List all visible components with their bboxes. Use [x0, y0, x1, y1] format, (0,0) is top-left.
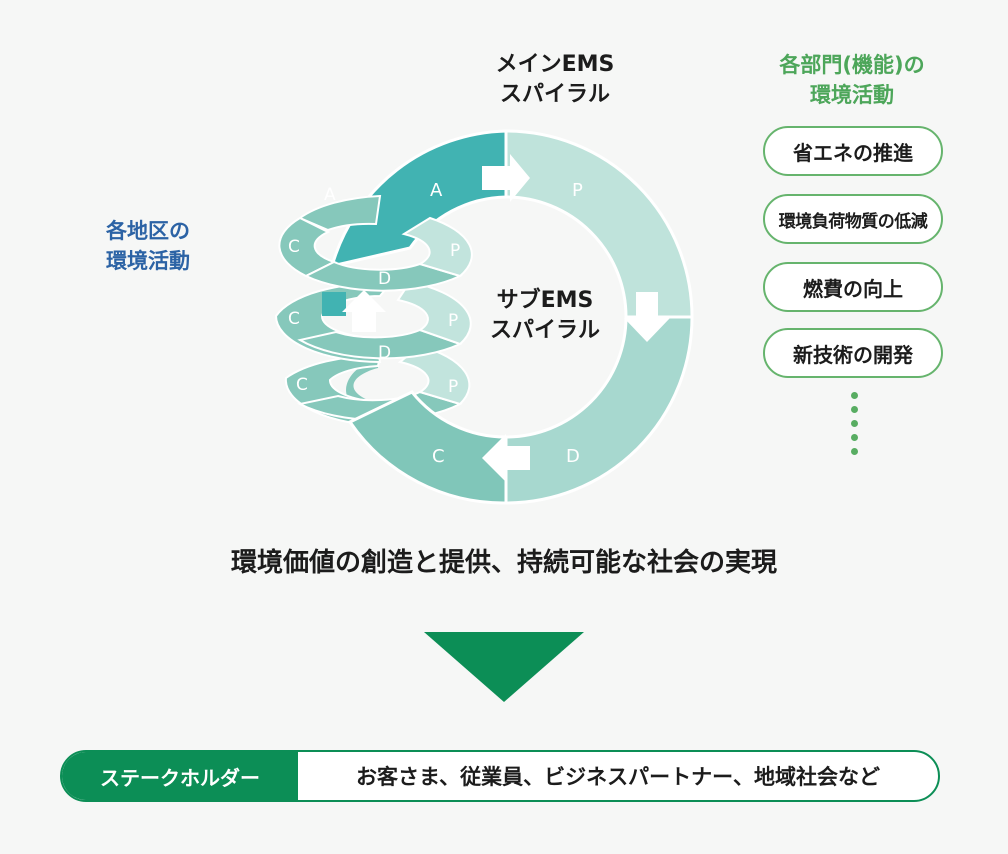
sub-ring-2-d	[297, 328, 463, 360]
sub-ring-1-c-label: C	[288, 237, 300, 257]
continuation-dot	[851, 392, 858, 399]
continuation-dot	[851, 420, 858, 427]
department-activities-title: 各部門(機能)の 環境活動	[752, 50, 952, 110]
sub-ring-3-c-label: C	[296, 375, 308, 395]
main-ring-c	[347, 390, 508, 505]
main-ring-p-label: P	[572, 180, 583, 201]
sub-ring-3-p	[397, 344, 471, 406]
dept-title-line1: 各部門(機能)の	[779, 53, 925, 77]
dept-item-energy-saving: 省エネの推進	[763, 126, 943, 176]
sub-ring-1-d-label: D	[378, 269, 391, 289]
region-activities-label: 各地区の 環境活動	[68, 216, 228, 276]
dept-item-load-reduction: 環境負荷物質の低減	[763, 194, 943, 244]
main-ring-d	[504, 315, 694, 505]
sub-ring-2-p-label: P	[448, 311, 458, 331]
main-ems-spiral-title: メインEMS スパイラル	[480, 50, 630, 110]
dept-title-line2: 環境活動	[810, 83, 894, 107]
ems-spiral-diagram: C D P P D C A C D P A C D P	[274, 129, 694, 505]
main-ring-d-label: D	[566, 446, 580, 467]
sub-ems-spiral-title: サブEMS スパイラル	[440, 286, 650, 346]
sub-ring-1-d	[303, 260, 463, 292]
main-ring-a	[329, 129, 508, 269]
continuation-dot	[851, 448, 858, 455]
continuation-dot	[851, 406, 858, 413]
sub-ring-1-a	[297, 194, 382, 232]
arrow-c-to-a-icon	[342, 290, 386, 332]
stakeholder-bar: ステークホルダー お客さま、従業員、ビジネスパートナー、地域社会など	[60, 750, 940, 802]
sub-ring-3-p-label: P	[448, 377, 458, 397]
sub-ring-1-p	[401, 216, 473, 278]
stakeholder-label: ステークホルダー	[62, 752, 298, 800]
region-label-line1: 各地区の	[106, 219, 190, 243]
sub-ring-2-c-label: C	[288, 309, 300, 329]
main-ring-c-label: C	[432, 446, 445, 467]
goal-statement: 環境価値の創造と提供、持続可能な社会の実現	[230, 548, 777, 578]
main-ems-title-line1: メインEMS	[495, 52, 615, 77]
sub-ring-2-p	[396, 280, 472, 346]
arrow-p-to-d-icon	[624, 292, 670, 342]
down-triangle-icon	[424, 632, 584, 702]
sub-ems-title-line2: スパイラル	[489, 318, 600, 343]
arrow-a-to-p-icon	[482, 154, 530, 202]
sub-ring-1-p-label: P	[450, 241, 460, 261]
sub-ems-title-line1: サブEMS	[496, 288, 594, 313]
region-label-line2: 環境活動	[106, 249, 190, 273]
sub-ring-2-d-label: D	[378, 343, 391, 363]
stakeholder-list: お客さま、従業員、ビジネスパートナー、地域社会など	[356, 765, 880, 789]
spiral-connector	[322, 292, 346, 316]
dept-item-new-technology: 新技術の開発	[763, 328, 943, 378]
sub-ring-2: C D P	[274, 280, 472, 364]
main-ring-p	[504, 129, 694, 319]
arrow-d-to-c-icon	[482, 434, 530, 482]
continuation-dot	[851, 434, 858, 441]
main-ring-a-label: A	[430, 180, 443, 201]
sub-ring-1: A C D P	[278, 185, 473, 292]
main-ring: P D C A	[329, 129, 694, 505]
sub-ring-1-a-label: A	[324, 185, 336, 205]
main-ems-title-line2: スパイラル	[499, 82, 610, 107]
dept-item-fuel-efficiency: 燃費の向上	[763, 262, 943, 312]
